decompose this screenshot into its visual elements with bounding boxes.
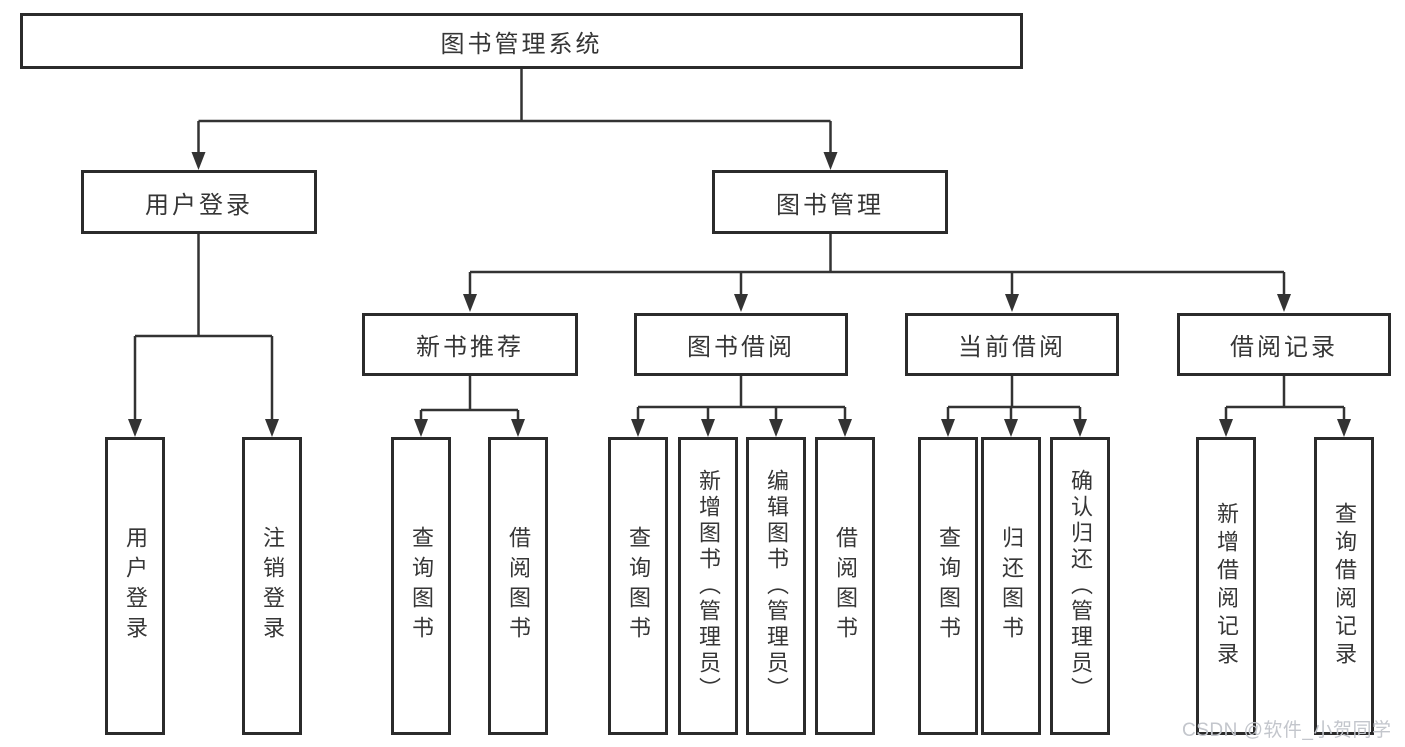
arrowhead bbox=[1004, 419, 1018, 437]
arrowhead bbox=[1073, 419, 1087, 437]
leaf-cb-return-books: 归还图书 bbox=[981, 437, 1041, 735]
arrowhead bbox=[463, 294, 477, 312]
connector-user-login-children bbox=[128, 234, 279, 437]
node-root: 图书管理系统 bbox=[20, 13, 1023, 69]
arrowhead bbox=[631, 419, 645, 437]
arrowhead bbox=[1005, 294, 1019, 312]
watermark: CSDN @软件_小贺同学 bbox=[1182, 720, 1392, 741]
connector-book-management-children bbox=[463, 234, 1291, 312]
connector-book-borrowing-children bbox=[631, 376, 852, 437]
node-borrowing-records: 借阅记录 bbox=[1177, 313, 1391, 376]
arrowhead bbox=[511, 419, 525, 437]
node-current-borrowing: 当前借阅 bbox=[905, 313, 1119, 376]
arrowhead bbox=[701, 419, 715, 437]
leaf-nbr-query-books: 查询图书 bbox=[391, 437, 451, 735]
node-user-login-branch: 用户登录 bbox=[81, 170, 317, 234]
arrowhead bbox=[191, 152, 206, 170]
leaf-br-query-record: 查询借阅记录 bbox=[1314, 437, 1374, 735]
leaf-user-login: 用户登录 bbox=[105, 437, 165, 735]
leaf-bb-edit-books-admin: 编辑图书（管理员） bbox=[746, 437, 806, 735]
arrowhead bbox=[414, 419, 428, 437]
arrowhead bbox=[941, 419, 955, 437]
connector-new-book-recommend-children bbox=[414, 376, 525, 437]
leaf-logout: 注销登录 bbox=[242, 437, 302, 735]
arrowhead bbox=[823, 152, 838, 170]
arrowhead bbox=[1219, 419, 1233, 437]
arrowhead bbox=[1337, 419, 1351, 437]
connector-borrowing-records-children bbox=[1219, 376, 1351, 437]
arrowhead bbox=[128, 419, 142, 437]
connector-root-to-level2 bbox=[191, 68, 838, 170]
leaf-cb-confirm-return-admin: 确认归还（管理员） bbox=[1050, 437, 1110, 735]
leaf-cb-query-books: 查询图书 bbox=[918, 437, 978, 735]
leaf-bb-borrow-books: 借阅图书 bbox=[815, 437, 875, 735]
connector-current-borrowing-children bbox=[941, 376, 1087, 437]
arrowhead bbox=[265, 419, 279, 437]
arrowhead bbox=[769, 419, 783, 437]
arrowhead bbox=[734, 294, 748, 312]
leaf-br-add-record: 新增借阅记录 bbox=[1196, 437, 1256, 735]
leaf-bb-add-books-admin: 新增图书（管理员） bbox=[678, 437, 738, 735]
leaf-bb-query-books: 查询图书 bbox=[608, 437, 668, 735]
node-new-book-recommend: 新书推荐 bbox=[362, 313, 578, 376]
node-book-borrowing: 图书借阅 bbox=[634, 313, 848, 376]
node-book-management: 图书管理 bbox=[712, 170, 948, 234]
arrowhead bbox=[1277, 294, 1291, 312]
leaf-nbr-borrow-books: 借阅图书 bbox=[488, 437, 548, 735]
arrowhead bbox=[838, 419, 852, 437]
